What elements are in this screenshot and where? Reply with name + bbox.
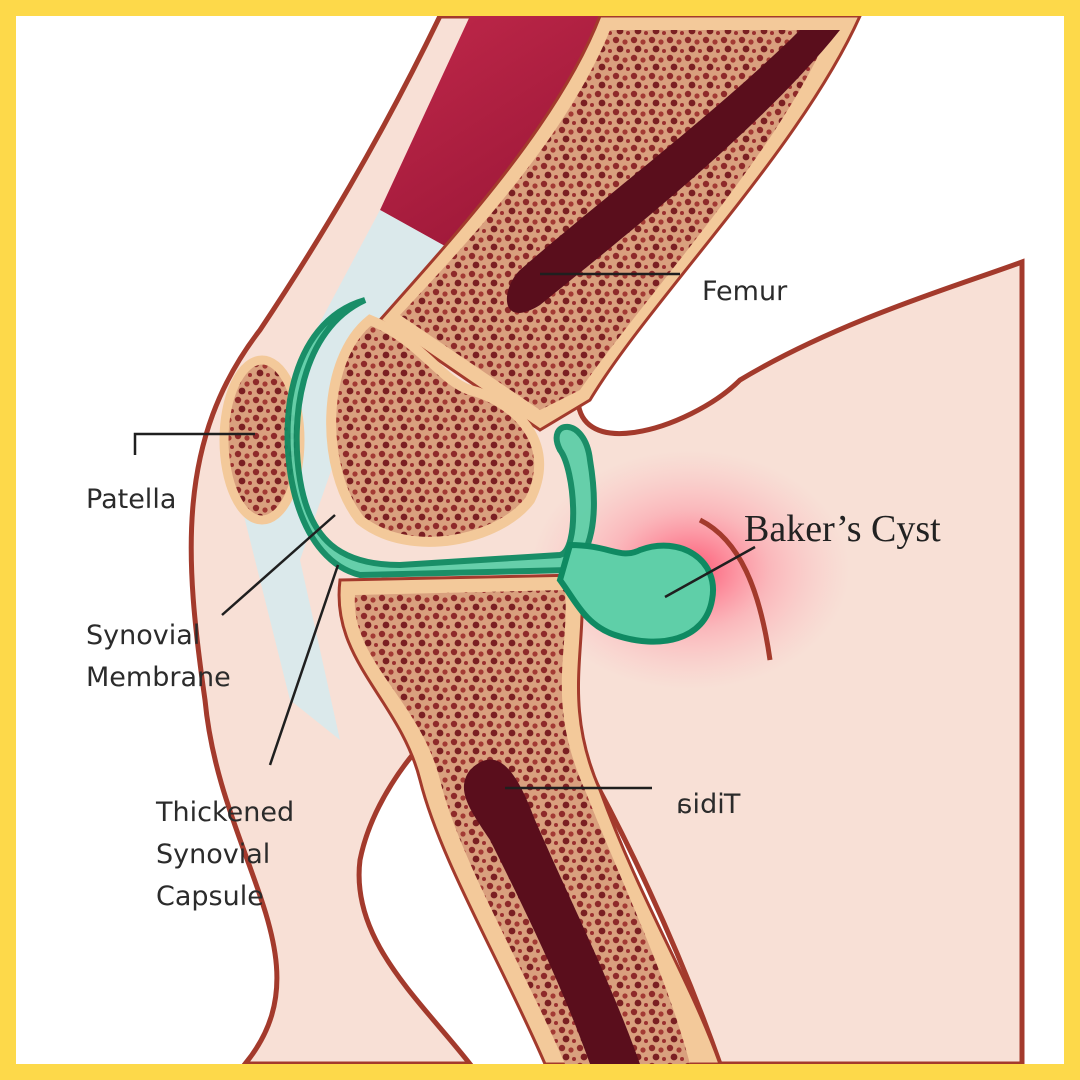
synovial-membrane-line-1: Synovial [86,620,201,651]
femur-marrow [506,30,840,313]
bakers-cyst-label: Baker’s Cyst [744,508,941,550]
tibia-text: Tibia [676,789,741,820]
tibia-label: Tibia [676,784,740,826]
thickened-capsule-line-1: Thickened [156,797,295,828]
bakers-cyst-leader [664,545,756,599]
patella-label: Patella [86,479,176,521]
popliteal-fold [698,517,773,661]
tendon [240,210,470,740]
knee-illustration [16,16,1064,1064]
patella-text: Patella [86,484,177,515]
synovial-membrane-line-2: Membrane [86,662,231,693]
patella-bone [219,355,305,525]
thickened-capsule-label: Thickened Synovial Capsule [156,792,294,918]
bakers-cyst-text: Baker’s Cyst [744,508,941,550]
patella-leader [133,432,255,455]
leader-lines [133,272,756,790]
bakers-cyst [556,541,717,645]
synovial-membrane-leader [221,514,336,616]
femur-condyle [326,314,545,547]
synovial-membrane-label: Synovial Membrane [86,615,231,699]
capsule-leader [268,564,340,766]
femur-label: Femur [702,271,787,313]
femur-text: Femur [702,276,788,307]
thickened-capsule-line-2: Synovial [156,839,271,870]
synovial-membrane [284,297,597,579]
thickened-capsule-line-3: Capsule [156,881,264,912]
tibia-marrow [463,759,640,1064]
